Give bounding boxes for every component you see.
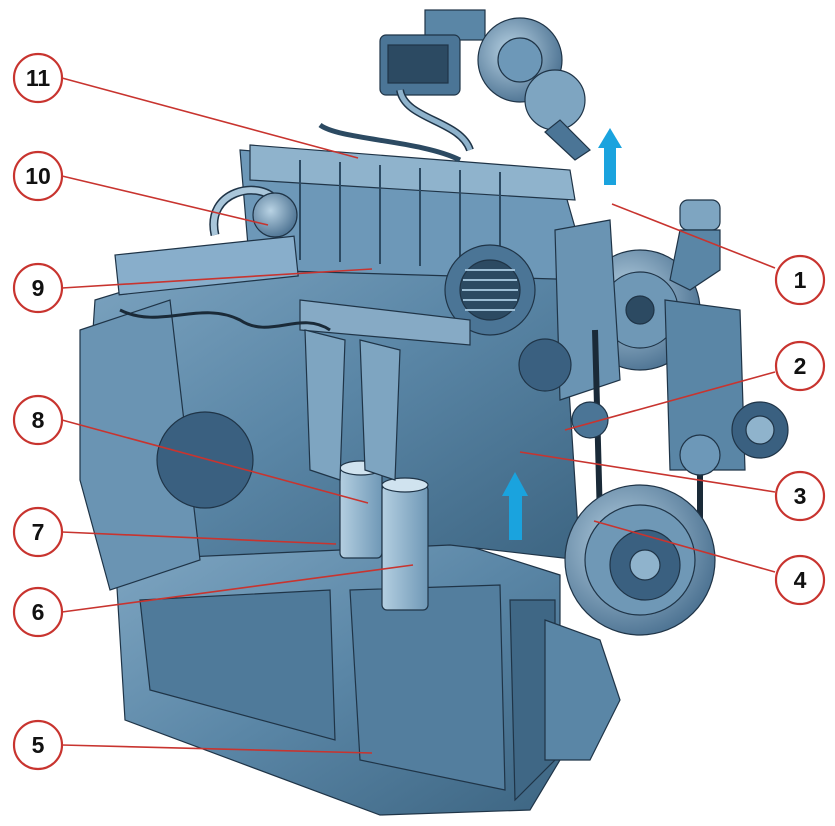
flow-arrow-up-bottom <box>502 472 528 540</box>
leader-line-8 <box>61 419 369 504</box>
callout-10: 10 <box>12 150 64 202</box>
leader-line-1 <box>611 203 776 269</box>
callout-label-1: 1 <box>794 267 807 293</box>
callout-4: 4 <box>774 554 826 606</box>
callout-label-10: 10 <box>25 163 51 189</box>
leader-line-7 <box>61 531 337 545</box>
callout-11: 11 <box>12 52 64 104</box>
callout-1: 1 <box>774 254 826 306</box>
callout-5: 5 <box>12 719 64 771</box>
callout-7: 7 <box>12 506 64 558</box>
callout-label-5: 5 <box>32 732 45 758</box>
callout-label-11: 11 <box>26 65 51 91</box>
flywheel-housing <box>79 299 201 591</box>
callout-label-7: 7 <box>32 519 45 545</box>
callout-label-8: 8 <box>32 407 45 433</box>
flow-arrow-up-top <box>598 128 622 185</box>
crankshaft-pulley <box>564 484 716 636</box>
callout-6: 6 <box>12 586 64 638</box>
leader-line-3 <box>519 451 776 493</box>
leader-line-5 <box>61 744 373 754</box>
callout-label-6: 6 <box>32 599 45 625</box>
leader-line-9 <box>61 268 373 289</box>
leader-line-10 <box>61 175 269 226</box>
callout-label-3: 3 <box>794 483 807 509</box>
callout-label-2: 2 <box>794 353 807 379</box>
callout-9: 9 <box>12 262 64 314</box>
alternator <box>444 244 536 336</box>
ac-compressor <box>664 299 789 476</box>
turbocharger <box>379 9 591 161</box>
engine-block <box>79 9 789 816</box>
callout-label-9: 9 <box>32 275 45 301</box>
callout-8: 8 <box>12 394 64 446</box>
callout-2: 2 <box>774 340 826 392</box>
callout-label-4: 4 <box>794 567 807 593</box>
leader-line-11 <box>61 77 359 159</box>
callout-3: 3 <box>774 470 826 522</box>
leader-line-4 <box>593 520 776 573</box>
leader-line-6 <box>61 564 414 613</box>
leader-line-2 <box>564 371 776 431</box>
